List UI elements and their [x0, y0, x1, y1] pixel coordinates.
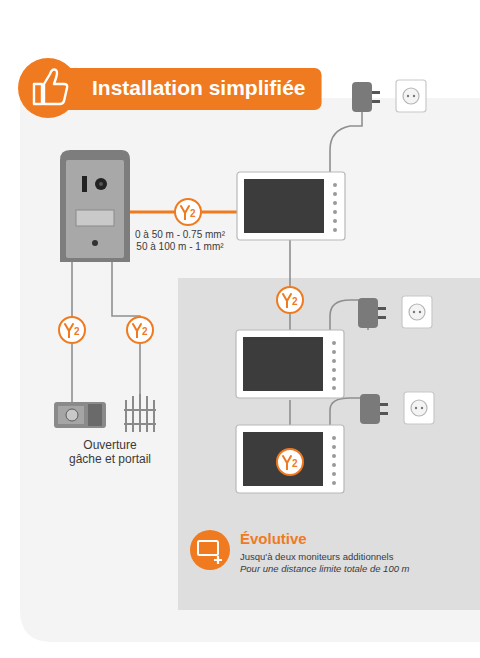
bus-wire	[128, 211, 238, 214]
strike-lock	[88, 404, 102, 426]
light-panel	[20, 98, 480, 642]
wires	[71, 258, 73, 402]
door-station	[66, 160, 124, 258]
door-station	[76, 210, 114, 226]
cable-icon	[131, 322, 143, 338]
wires	[330, 398, 370, 425]
power-adapter	[358, 296, 432, 328]
thumb-icon	[34, 70, 67, 105]
callout-number: 2	[74, 326, 80, 337]
output-label: Ouverture gâche et portail	[66, 438, 154, 467]
panel-note: Pour une distance limite totale de 100 m	[240, 563, 410, 574]
extension-icon	[214, 556, 222, 564]
wires	[330, 300, 368, 330]
cable-spec: 50 à 100 m - 1 mm²	[136, 241, 223, 253]
cable-callout: 2	[174, 198, 202, 226]
thumb-icon	[18, 58, 78, 118]
wires	[112, 258, 140, 396]
cable-icon	[281, 454, 293, 470]
panel-note: Jusqu'à deux moniteurs additionnels	[240, 551, 393, 562]
gate	[124, 394, 156, 432]
callout-number: 2	[142, 326, 148, 337]
thumb-icon	[18, 58, 78, 118]
cable-callout: 2	[58, 316, 86, 344]
strike-lock	[58, 406, 84, 424]
door-station	[60, 150, 130, 262]
extension-panel: ÉvolutiveJusqu'à deux moniteurs addition…	[178, 278, 480, 610]
wires	[72, 112, 370, 425]
cable-icon	[65, 324, 73, 338]
power-adapter	[352, 80, 426, 112]
cable-icon	[63, 322, 75, 338]
extension-icon	[198, 541, 218, 555]
cable-spec: 0 à 50 m - 0.75 mm²	[135, 229, 225, 241]
power-adapter	[358, 296, 432, 328]
title-badge	[60, 68, 322, 110]
callout-number: 2	[292, 458, 298, 469]
strike-lock	[54, 402, 106, 428]
door-station	[99, 182, 103, 186]
cable-icon	[283, 294, 291, 308]
door-station	[82, 176, 87, 192]
panel-heading: Évolutive	[240, 530, 307, 547]
wires	[330, 112, 362, 172]
monitor	[236, 425, 344, 493]
monitor	[237, 172, 345, 240]
cable-callout: 2	[276, 448, 304, 476]
door-station	[60, 150, 130, 262]
extension-icon	[190, 530, 230, 570]
power-adapter	[352, 80, 426, 112]
gate	[124, 394, 156, 432]
cable-icon	[181, 206, 189, 220]
monitor	[236, 425, 344, 493]
wires	[289, 238, 291, 330]
cable-callout: 2	[126, 316, 154, 344]
door-station	[92, 240, 98, 246]
monitor	[237, 172, 345, 240]
callout-number: 2	[190, 208, 196, 219]
cable-icon	[133, 324, 141, 338]
cable-callout: 2	[276, 286, 304, 314]
cable-icon	[283, 456, 291, 470]
cable-icon	[179, 204, 191, 220]
wires	[289, 400, 291, 425]
monitor	[236, 330, 344, 398]
callout-number: 2	[292, 296, 298, 307]
strike-lock	[54, 402, 106, 428]
strike-lock	[66, 409, 78, 421]
extension-icon	[190, 530, 230, 570]
title: Installation simplifiée	[92, 76, 306, 100]
power-adapter	[360, 392, 434, 424]
cable-icon	[281, 292, 293, 308]
door-station	[95, 178, 107, 190]
monitor	[236, 330, 344, 398]
power-adapter	[360, 392, 434, 424]
